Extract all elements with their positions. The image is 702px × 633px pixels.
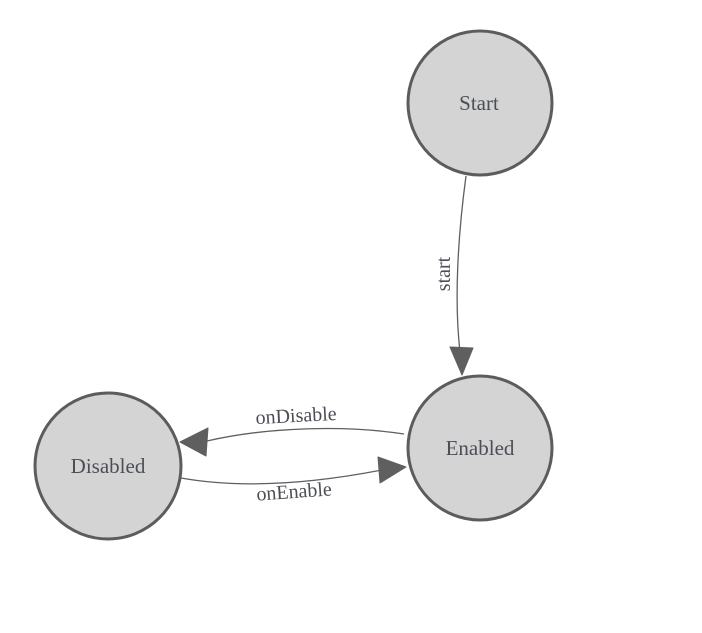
edge-label-start: start bbox=[433, 256, 455, 291]
edge-label-ondisable: onDisable bbox=[255, 403, 337, 429]
edge-line-onenable bbox=[180, 469, 383, 485]
edge-line-ondisable bbox=[206, 427, 405, 442]
edge-line-start bbox=[456, 175, 467, 353]
node-start: Start bbox=[406, 29, 554, 177]
node-enabled-circle bbox=[406, 374, 554, 522]
node-enabled: Enabled bbox=[406, 374, 554, 522]
edge-label-onenable: onEnable bbox=[256, 478, 333, 505]
edge-start-to-enabled: start bbox=[433, 175, 474, 376]
node-disabled-circle bbox=[33, 391, 183, 541]
arrowhead-right-icon bbox=[377, 456, 407, 484]
arrowhead-down-icon bbox=[449, 346, 474, 376]
edge-disabled-to-enabled: onEnable bbox=[180, 456, 407, 506]
arrowhead-left-icon bbox=[179, 427, 209, 457]
node-start-circle bbox=[406, 29, 554, 177]
node-disabled-label: Disabled bbox=[71, 454, 146, 478]
node-enabled-label: Enabled bbox=[446, 436, 515, 460]
node-start-label: Start bbox=[459, 91, 499, 115]
edge-enabled-to-disabled: onDisable bbox=[179, 403, 405, 457]
node-disabled: Disabled bbox=[33, 391, 183, 541]
